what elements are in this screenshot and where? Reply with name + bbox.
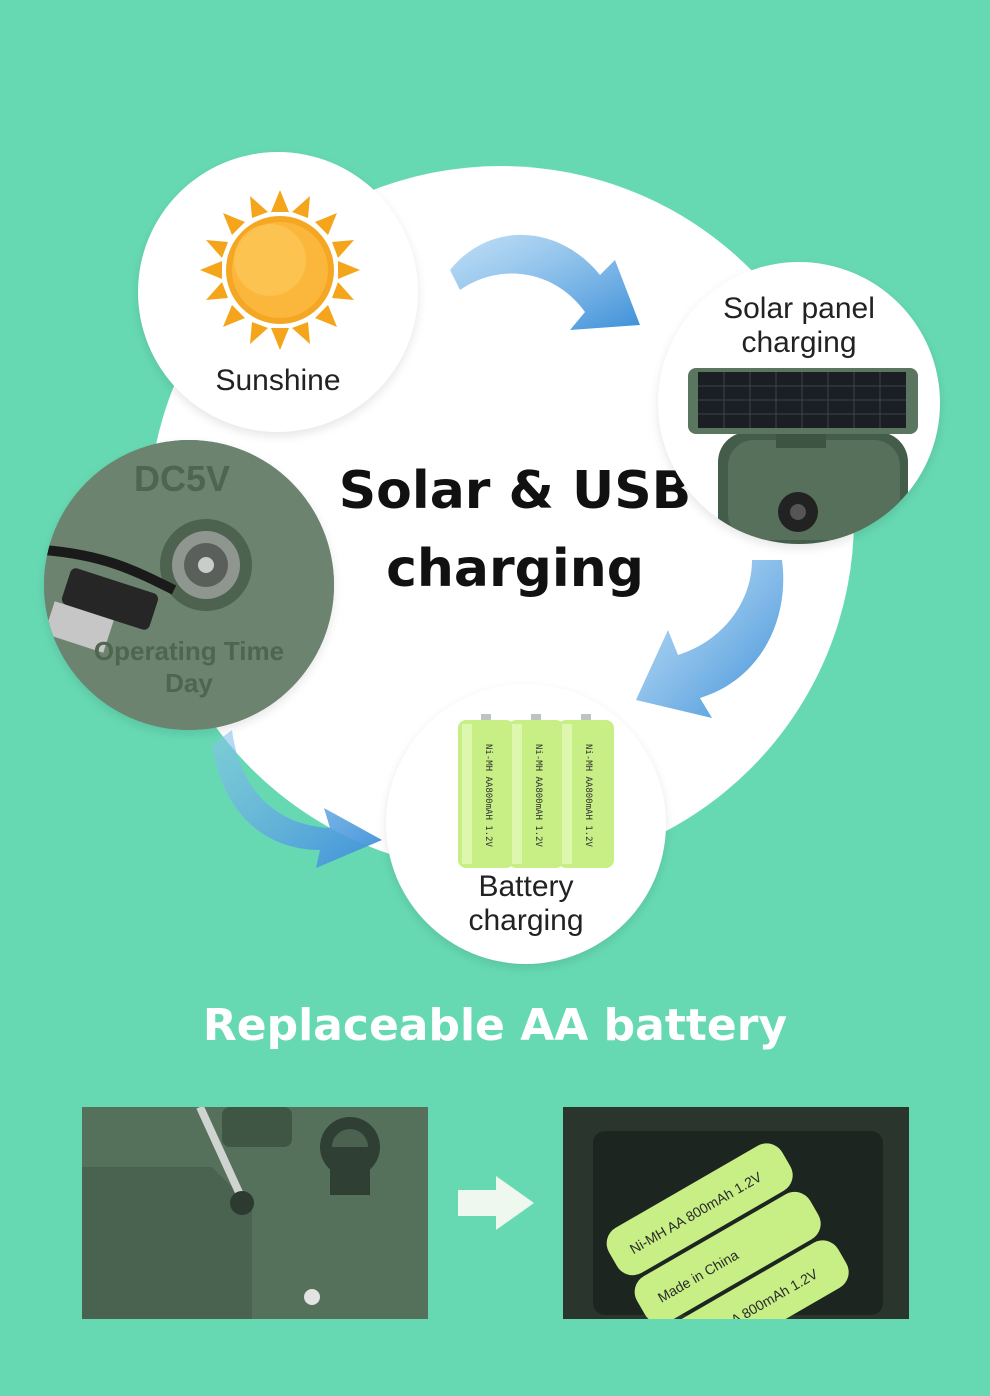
arrow-sun-to-solar-icon [450, 234, 640, 330]
usb-port-bubble: DC5V Operating Time Day [44, 440, 334, 730]
battery-label-line2: charging [468, 904, 584, 937]
cell-print-1: Ni-MH AA800mAH 1.2V [483, 744, 493, 848]
solar-label-line1: Solar panel [723, 292, 875, 325]
port-print-operating-time: Operating Time [93, 636, 285, 666]
arrow-right-icon [458, 1176, 534, 1230]
sun-icon [200, 190, 360, 350]
battery-bubble: Ni-MH AA800mAH 1.2V Ni-MH AA800mAH 1.2V … [386, 684, 666, 964]
aa-cell-2 [508, 714, 564, 868]
solar-device-photo [688, 368, 918, 544]
battery-label-line1: Battery [478, 870, 574, 903]
battery-cells-photo: Ni-MH AA800mAH 1.2V Ni-MH AA800mAH 1.2V … [458, 714, 614, 868]
sunshine-bubble: Sunshine [138, 152, 418, 432]
dc-port-photo [44, 440, 334, 730]
screw-compartment-photo [82, 1107, 428, 1319]
cell-print-2: Ni-MH AA800mAH 1.2V [533, 744, 543, 848]
aa-cell-3 [558, 714, 614, 868]
replaceable-title: Replaceable AA battery [202, 1000, 788, 1051]
solar-label-line2: charging [741, 326, 857, 359]
arrow-usb-to-battery-icon [212, 730, 382, 868]
cell-print-3: Ni-MH AA800mAH 1.2V [583, 744, 593, 848]
headline-line2: charging [386, 539, 644, 599]
solar-panel-bubble: Solar panel charging [658, 262, 940, 544]
aa-cell-1 [458, 714, 514, 868]
sunshine-label: Sunshine [215, 364, 341, 397]
arrow-solar-to-battery-icon [636, 560, 784, 718]
cycle-arrows [212, 234, 784, 868]
port-print-day: Day [165, 668, 213, 698]
battery-compartment-photo: Ni-MH AA 800mAh 1.2V Made in China Ni-MH… [563, 1107, 909, 1319]
port-print-dc5v: DC5V [134, 458, 231, 499]
headline-line1: Solar & USB [338, 461, 692, 521]
